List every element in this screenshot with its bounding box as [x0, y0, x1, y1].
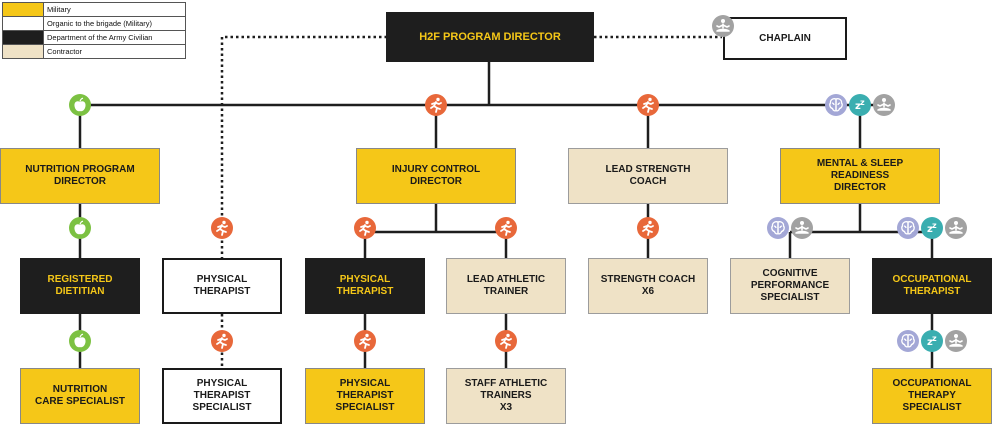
mental-sleep-readiness-director-box: MENTAL & SLEEP READINESS DIRECTOR — [780, 148, 940, 204]
pt-specialist-box: PHYSICAL THERAPIST SPECIALIST — [305, 368, 425, 424]
apple-icon — [69, 94, 91, 116]
runner-icon — [211, 217, 233, 239]
physical-therapist-label: PHYSICAL THERAPIST — [336, 274, 394, 297]
runner-icon — [637, 217, 659, 239]
occupational-therapist-label: OCCUPATIONAL THERAPIST — [892, 274, 972, 297]
nutrition-program-director-label: NUTRITION PROGRAM DIRECTOR — [25, 164, 135, 187]
legend-row-organic: Organic to the brigade (Military) — [3, 17, 185, 31]
svg-text:z: z — [860, 98, 865, 107]
legend-label-military: Military — [47, 5, 71, 14]
strength-coach-box: STRENGTH COACH X6 — [588, 258, 708, 314]
organic-physical-therapist-label: PHYSICAL THERAPIST — [193, 274, 251, 297]
occupational-therapist-box: OCCUPATIONAL THERAPIST — [872, 258, 992, 314]
svg-text:z: z — [855, 101, 861, 112]
legend-row-contractor: Contractor — [3, 45, 185, 58]
brain-icon — [897, 217, 919, 239]
nutrition-care-specialist-box: NUTRITION CARE SPECIALIST — [20, 368, 140, 424]
legend-label-organic: Organic to the brigade (Military) — [47, 19, 153, 28]
cognitive-performance-specialist-label: COGNITIVE PERFORMANCE SPECIALIST — [750, 268, 830, 303]
runner-icon — [495, 217, 517, 239]
brain-icon — [825, 94, 847, 116]
nutrition-program-director-box: NUTRITION PROGRAM DIRECTOR — [0, 148, 160, 204]
organic-physical-therapist-box: PHYSICAL THERAPIST — [162, 258, 282, 314]
pt-specialist-label: PHYSICAL THERAPIST SPECIALIST — [335, 378, 395, 413]
registered-dietitian-box: REGISTERED DIETITIAN — [20, 258, 140, 314]
legend-swatch-civilian — [3, 31, 44, 44]
legend: Military Organic to the brigade (Militar… — [2, 2, 186, 59]
mental-sleep-readiness-director-label: MENTAL & SLEEP READINESS DIRECTOR — [816, 158, 904, 193]
brain-icon — [767, 217, 789, 239]
strength-coach-label: STRENGTH COACH X6 — [600, 274, 696, 297]
injury-control-director-label: INJURY CONTROL DIRECTOR — [391, 164, 481, 187]
h2f-program-director-box: H2F PROGRAM DIRECTOR — [386, 12, 594, 62]
nutrition-care-specialist-label: NUTRITION CARE SPECIALIST — [34, 384, 125, 407]
lead-strength-coach-box: LEAD STRENGTH COACH — [568, 148, 728, 204]
runner-icon — [354, 217, 376, 239]
injury-control-director-box: INJURY CONTROL DIRECTOR — [356, 148, 516, 204]
svg-text:z: z — [927, 224, 933, 235]
cognitive-performance-specialist-box: COGNITIVE PERFORMANCE SPECIALIST — [730, 258, 850, 314]
meditation-icon — [945, 217, 967, 239]
physical-therapist-box: PHYSICAL THERAPIST — [305, 258, 425, 314]
lead-athletic-trainer-box: LEAD ATHLETIC TRAINER — [446, 258, 566, 314]
staff-athletic-trainers-box: STAFF ATHLETIC TRAINERS X3 — [446, 368, 566, 424]
svg-text:z: z — [927, 337, 933, 348]
occupational-therapy-specialist-box: OCCUPATIONAL THERAPY SPECIALIST — [872, 368, 992, 424]
chaplain-label: CHAPLAIN — [759, 32, 811, 44]
runner-icon — [211, 330, 233, 352]
meditation-icon — [945, 330, 967, 352]
legend-swatch-military — [3, 3, 44, 16]
legend-label-civilian: Department of the Army Civilian — [47, 33, 153, 42]
legend-row-civilian: Department of the Army Civilian — [3, 31, 185, 45]
registered-dietitian-label: REGISTERED DIETITIAN — [47, 274, 113, 297]
meditation-icon — [712, 15, 734, 37]
legend-swatch-organic — [3, 17, 44, 30]
runner-icon — [425, 94, 447, 116]
h2f-program-director-label: H2F PROGRAM DIRECTOR — [419, 31, 561, 43]
apple-icon — [69, 217, 91, 239]
svg-text:z: z — [932, 221, 937, 230]
legend-row-military: Military — [3, 3, 185, 17]
legend-swatch-contractor — [3, 45, 44, 58]
runner-icon — [354, 330, 376, 352]
lead-strength-coach-label: LEAD STRENGTH COACH — [605, 164, 691, 187]
meditation-icon — [873, 94, 895, 116]
svg-text:z: z — [932, 334, 937, 343]
meditation-icon — [791, 217, 813, 239]
apple-icon — [69, 330, 91, 352]
staff-athletic-trainers-label: STAFF ATHLETIC TRAINERS X3 — [464, 378, 548, 413]
runner-icon — [495, 330, 517, 352]
organic-pt-specialist-label: PHYSICAL THERAPIST SPECIALIST — [192, 378, 252, 413]
organic-pt-specialist-box: PHYSICAL THERAPIST SPECIALIST — [162, 368, 282, 424]
legend-label-contractor: Contractor — [47, 47, 83, 56]
runner-icon — [637, 94, 659, 116]
lead-athletic-trainer-label: LEAD ATHLETIC TRAINER — [466, 274, 546, 297]
brain-icon — [897, 330, 919, 352]
chaplain-box: CHAPLAIN — [723, 17, 847, 60]
occupational-therapy-specialist-label: OCCUPATIONAL THERAPY SPECIALIST — [892, 378, 972, 413]
